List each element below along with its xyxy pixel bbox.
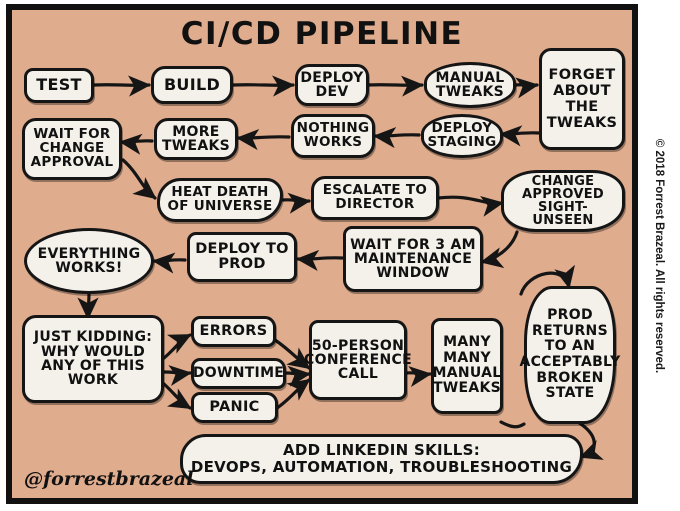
node-build[interactable]: BUILD xyxy=(151,66,233,104)
comic-title: CI/CD PIPELINE xyxy=(180,16,464,52)
node-panic[interactable]: PANIC xyxy=(191,392,278,423)
node-label: BUILD xyxy=(163,74,221,94)
copyright-notice: © 2018 Forrest Brazeal. All rights reser… xyxy=(640,0,678,511)
copyright-text: © 2018 Forrest Brazeal. All rights reser… xyxy=(653,138,666,373)
node-label: DOWNTIME xyxy=(192,365,285,382)
node-label: ADD LINKEDIN SKILLS:DEVOPS, AUTOMATION, … xyxy=(190,441,573,476)
node-errors[interactable]: ERRORS xyxy=(191,316,276,347)
arrow-layer xyxy=(77,75,604,460)
node-label: PANIC xyxy=(209,399,260,416)
node-add-linkedin-skills[interactable]: ADD LINKEDIN SKILLS:DEVOPS, AUTOMATION, … xyxy=(180,434,583,484)
node-label: ERRORS xyxy=(199,323,268,340)
node-test[interactable]: TEST xyxy=(24,68,94,103)
node-downtime[interactable]: DOWNTIME xyxy=(191,358,286,389)
node-label: TEST xyxy=(36,75,82,95)
artist-signature: @forrestbrazeal xyxy=(24,468,194,490)
